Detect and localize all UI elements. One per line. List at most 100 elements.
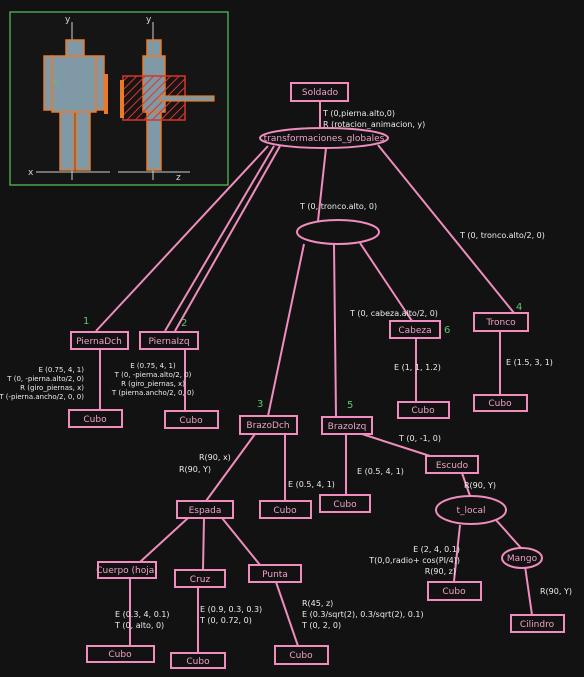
graph-edges [95,101,533,653]
label-soldado-r: R (rotacion_animacion, y) [323,120,425,129]
node-espada-label: Espada [189,506,222,516]
figure-inset: y x y z [9,11,229,186]
label-bi-t: T (0, -1, 0) [398,434,441,443]
label-esc-2: T(0,0,radio+ cos(PI/4)) [368,556,460,565]
node-tronco-group[interactable] [296,219,380,245]
node-cubo-tronco[interactable] [473,394,528,412]
node-brazo-izq[interactable] [321,416,373,435]
transform-labels: T (0,pierna.alto,0) R (rotacion_animacio… [0,109,572,630]
label-pi-1: E (0.75, 4, 1) [130,362,176,370]
label-cabeza-e: E (1, 1, 1.2) [394,363,441,372]
node-cabeza-label: Cabeza [398,326,431,336]
node-punta[interactable] [248,564,302,583]
number-2: 2 [181,318,187,329]
node-cabeza[interactable] [389,320,441,339]
label-punta-e: E (0.3/sqrt(2), 0.3/sqrt(2), 0.1) [302,610,424,619]
label-bi-e: E (0.5, 4, 1) [357,467,404,476]
label-hoja-t: T (0, alto, 0) [114,621,164,630]
node-cilindro[interactable] [510,614,565,633]
node-cubo-pierna-izq[interactable] [164,410,219,429]
node-mango-label: Mango [507,554,538,564]
node-tronco-label: Tronco [485,318,516,328]
node-tronco[interactable] [473,312,529,332]
number-1: 1 [83,316,89,327]
node-cubo-escudo-label: Cubo [442,587,466,597]
label-pi-3: R (giro_piernas, x) [121,380,185,388]
node-cubo-brazo-izq-label: Cubo [333,500,357,510]
node-cubo-brazo-dch-label: Cubo [273,506,297,516]
front-view-figure [43,39,108,171]
label-punta-t: T (0, 2, 0) [301,621,341,630]
node-cruz-label: Cruz [190,575,211,585]
label-pd-3: R (giro_piernas, x) [20,384,84,392]
node-cubo-hoja-label: Cubo [108,650,132,660]
sword-blade [159,95,215,102]
node-transformaciones-globales[interactable] [259,127,389,149]
label-esc-3: R(90, z) [425,567,456,576]
label-punta-r: R(45, z) [302,599,333,608]
label-hoja-e: E (0.3, 4, 0.1) [115,610,170,619]
label-tronco-t: T (0, tronco.alto/2, 0) [459,231,545,240]
node-cruz[interactable] [174,569,226,588]
node-pierna-dch[interactable] [70,331,129,350]
node-labels: Soldado transformaciones_globales Pierna… [76,88,554,667]
node-cubo-cruz[interactable] [170,652,226,669]
node-transformaciones-globales-label: transformaciones_globales [264,134,385,144]
node-numbers: 1 2 3 4 5 6 [83,302,522,411]
node-punta-label: Punta [262,570,288,580]
graph-nodes [68,82,565,669]
node-cubo-pierna-izq-label: Cubo [179,416,203,426]
label-pi-4: T (pierna.ancho/2, 0, 0) [111,389,195,397]
side-y-axis-label: y [146,15,152,25]
node-t-local-label: t_local [457,506,486,516]
node-cubo-cabeza[interactable] [397,401,450,419]
label-bd-e: E (0.5, 4, 1) [288,480,335,489]
label-bd-ry: R(90, Y) [179,465,211,474]
node-espada[interactable] [176,500,234,519]
label-pd-1: E (0.75, 4, 1) [38,366,84,374]
number-5: 5 [347,400,353,411]
node-soldado-label: Soldado [302,88,339,98]
node-cubo-escudo[interactable] [427,581,482,601]
label-cabeza-t: T (0, cabeza.alto/2, 0) [349,309,438,318]
label-tronco-e: E (1.5, 3, 1) [506,358,553,367]
node-brazo-dch[interactable] [239,415,298,435]
node-cuerpo-hoja-label: Cuerpo (hoja) [96,566,158,576]
node-cubo-cruz-label: Cubo [186,657,210,667]
node-t-local[interactable] [435,495,507,525]
node-pierna-dch-label: PiernaDch [76,337,122,347]
node-brazo-izq-label: BrazoIzq [328,422,367,432]
node-cubo-brazo-dch[interactable] [259,500,312,519]
label-soldado-t: T (0,pierna.alto,0) [322,109,395,118]
side-z-axis-label: z [176,173,181,183]
node-cubo-punta-label: Cubo [289,651,313,661]
label-pi-2: T (0, -pierna.alto/2, 0) [114,371,192,379]
front-x-axis-label: x [28,168,34,178]
node-cuerpo-hoja[interactable] [97,561,157,579]
label-tronco-group-t: T (0, tronco.alto, 0) [299,202,377,211]
node-cubo-punta[interactable] [274,645,329,665]
node-soldado[interactable] [290,82,349,102]
node-cubo-hoja[interactable] [86,645,155,663]
node-pierna-izq[interactable] [139,331,199,350]
label-cruz-t: T (0, 0.72, 0) [199,616,252,625]
label-mango-r: R(90, Y) [540,587,572,596]
label-pd-2: T (0, -pierna.alto/2, 0) [6,375,84,383]
node-mango[interactable] [501,547,543,569]
node-cubo-pierna-dch-label: Cubo [83,415,107,425]
label-esc-1: E (2, 4, 0.1) [413,545,460,554]
number-4: 4 [516,302,522,313]
node-escudo[interactable] [425,455,479,474]
node-cubo-tronco-label: Cubo [488,399,512,409]
node-cubo-brazo-izq[interactable] [319,494,371,513]
label-cruz-e: E (0.9, 0.3, 0.3) [200,605,262,614]
number-3: 3 [257,399,263,410]
node-cubo-pierna-dch[interactable] [68,409,123,428]
label-bd-rx: R(90, x) [199,453,231,462]
label-pd-4: T (-pierna.ancho/2, 0, 0) [0,393,84,401]
node-escudo-label: Escudo [436,461,469,471]
front-y-axis-label: y [65,15,71,25]
number-6: 6 [444,325,450,336]
label-esc-r: R(90, Y) [464,481,496,490]
